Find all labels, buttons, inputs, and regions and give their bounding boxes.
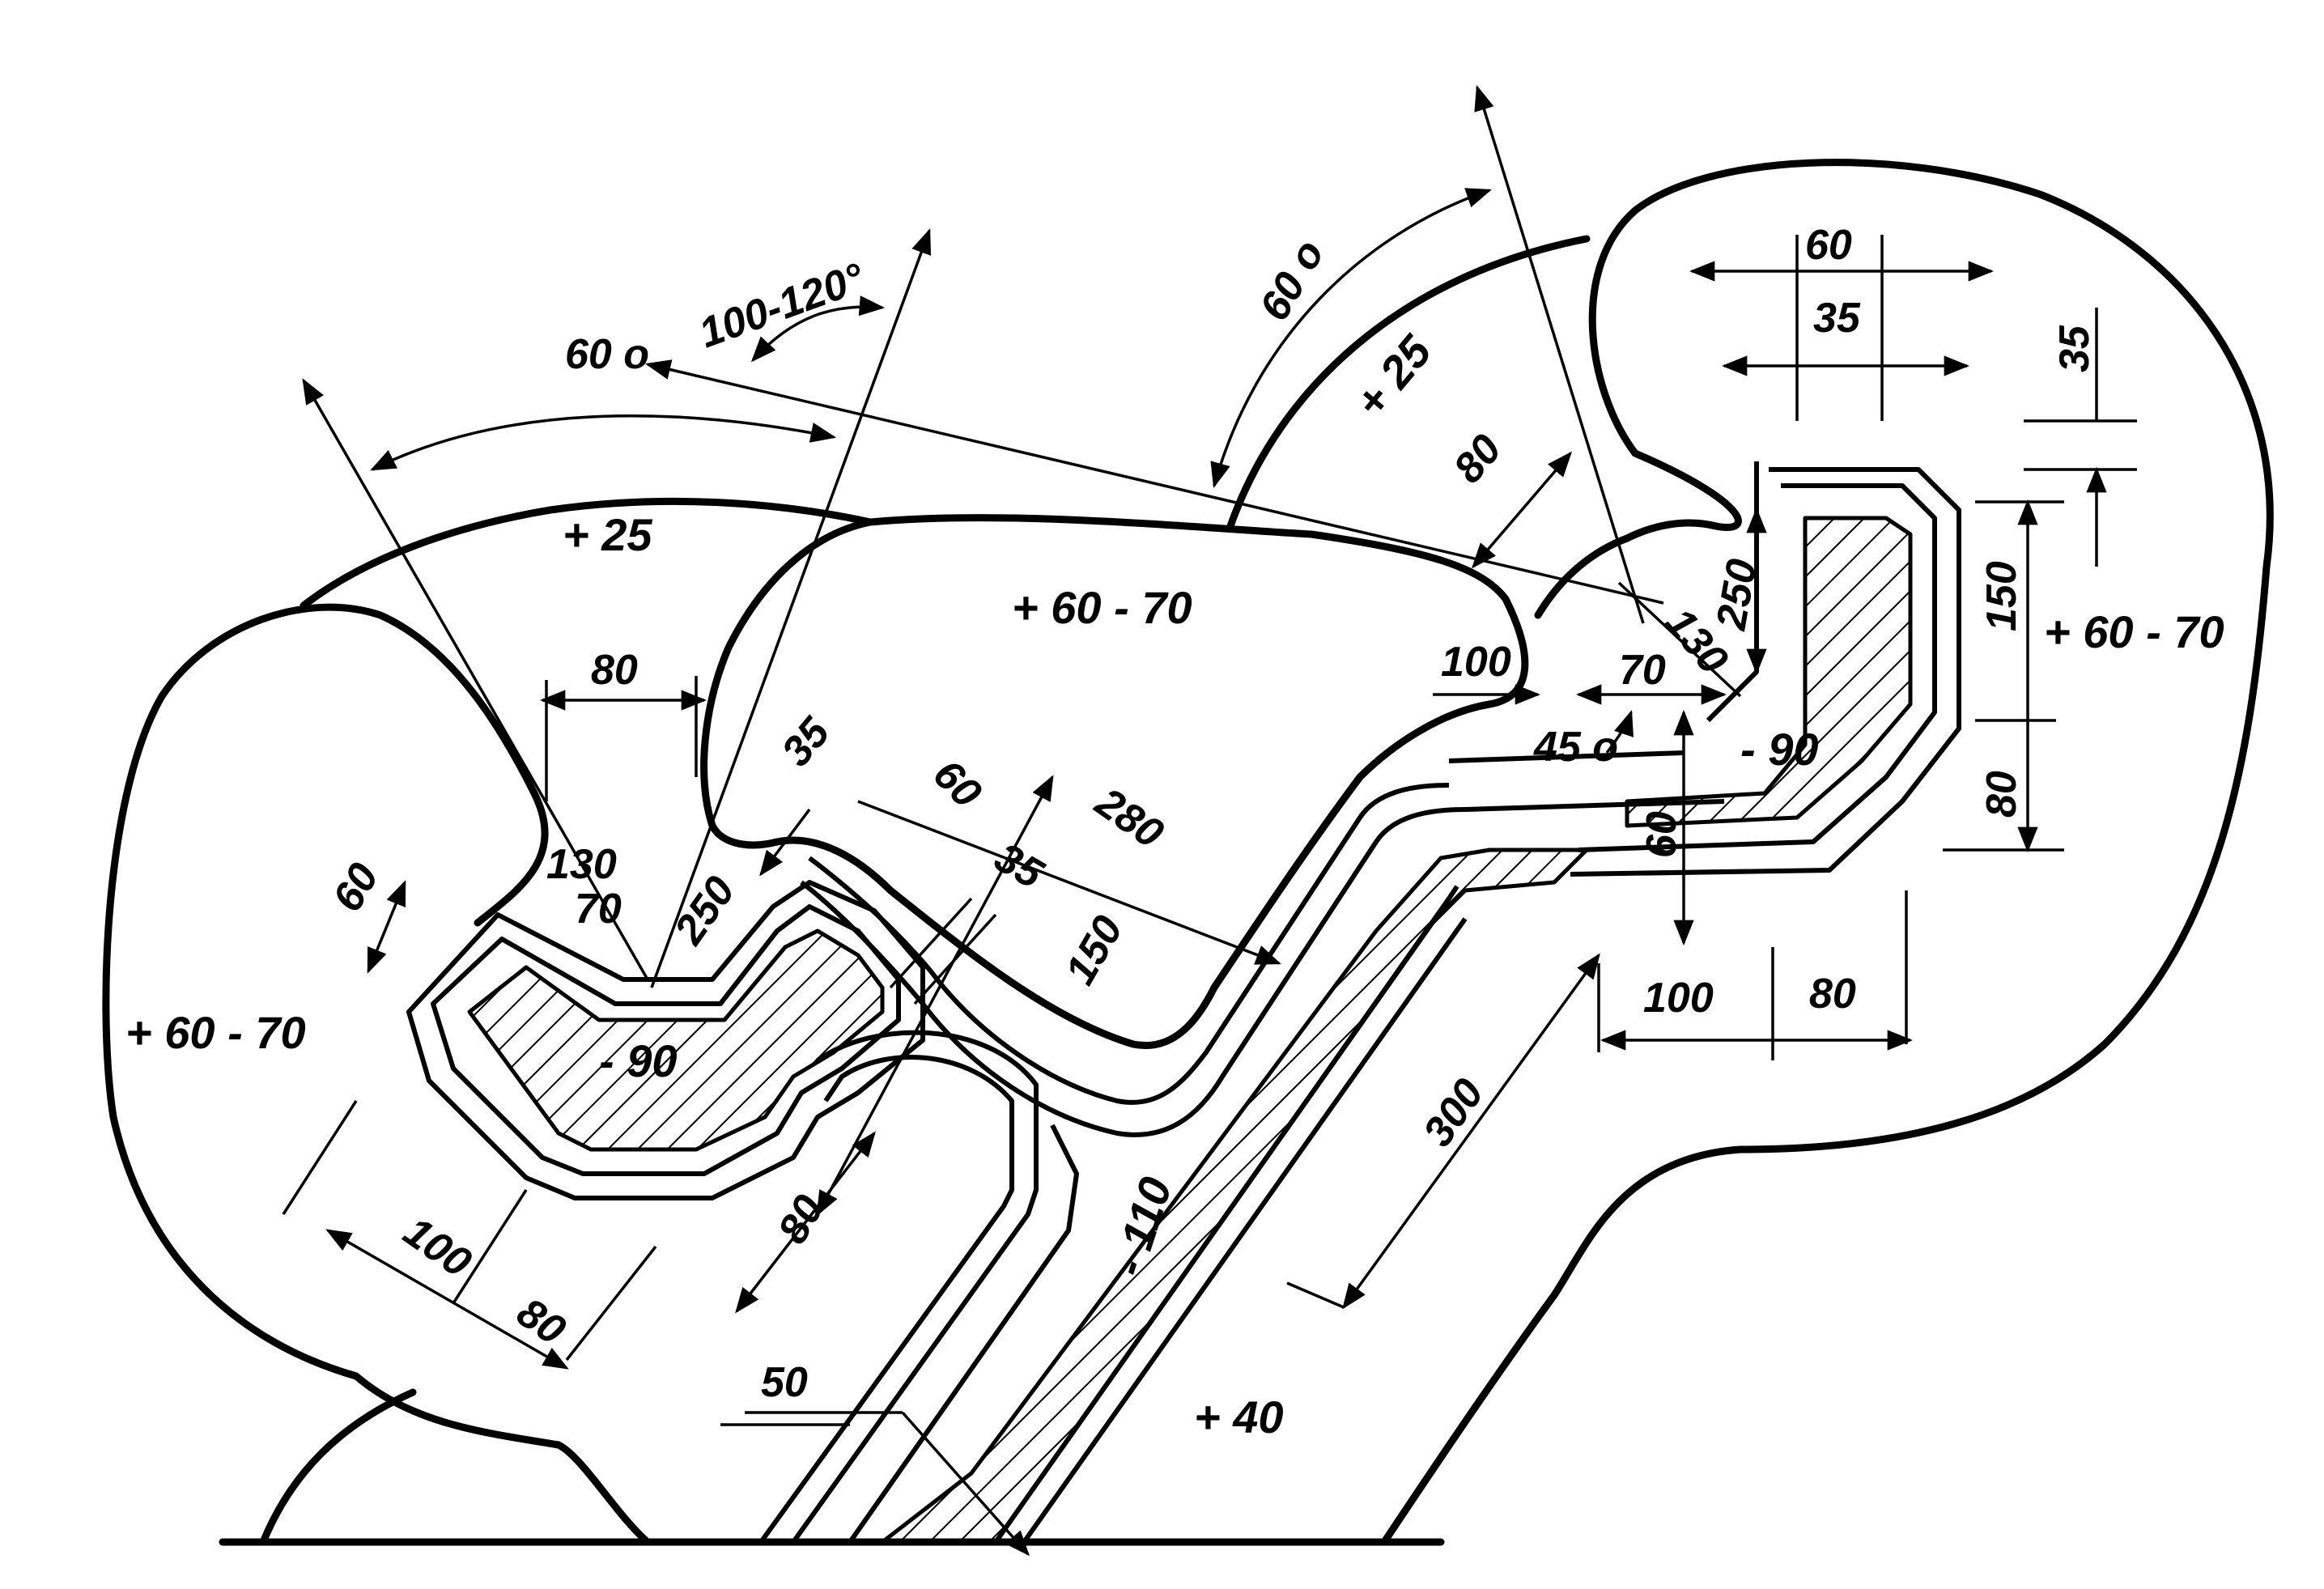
dim-35-center: 35 [773, 708, 839, 775]
dim-80-right-bottom: 80 [1809, 971, 1856, 1018]
zone-right-body: + 60 - 70 [2044, 606, 2224, 657]
dim-280: 280 [1086, 779, 1171, 858]
zone-left-top: + 25 [563, 509, 652, 560]
dim-70-left: 70 [575, 886, 622, 933]
dim-150-right: 150 [1978, 561, 2025, 631]
dim-300: 300 [1414, 1070, 1493, 1154]
dim-80-top-left: 80 [591, 647, 638, 694]
dim-50: 50 [761, 1359, 808, 1406]
angle-left-bracket: 100-120° [693, 254, 871, 357]
dim-80-left-bottom: 80 [508, 1289, 574, 1354]
angle-arcs [370, 188, 1634, 754]
upper-channel-lines [800, 750, 1725, 1137]
dim-70-right: 70 [1619, 647, 1666, 694]
dim-60-right-vert: 60 [1638, 811, 1685, 858]
dim-60-top: 60 [1805, 222, 1852, 269]
dim-100-right: 100 [1441, 639, 1511, 686]
dim-80-far-right: 80 [1978, 771, 2025, 818]
left-top-region [300, 497, 874, 610]
dim-150-center: 150 [1056, 908, 1132, 992]
right-body-mound [1380, 159, 2274, 1546]
angle-left-arc: 60 o [565, 331, 649, 378]
center-mound [700, 514, 1529, 1049]
left-body-mound [102, 603, 652, 1546]
dim-250-left: 250 [665, 868, 745, 953]
dim-60-left: 60 [324, 856, 388, 920]
zone-center: + 60 - 70 [1012, 582, 1192, 633]
dim-35-center-b: 35 [987, 834, 1052, 899]
dim-130-left: 130 [546, 841, 617, 888]
dim-35-top: 35 [1813, 295, 1861, 342]
zone-left-channel: - 90 [599, 1035, 678, 1086]
zone-left-body: + 60 - 70 [125, 1007, 306, 1058]
dim-80-right-top: 80 [1445, 426, 1511, 492]
dimension-lines [282, 235, 2137, 1557]
angle-right-small: 45 o [1533, 724, 1618, 771]
left-foot-arc [259, 1388, 417, 1546]
zone-right-channel: - 90 [1740, 724, 1819, 775]
zone-bottom-right: + 40 [1194, 1391, 1284, 1442]
dim-60-center: 60 [924, 750, 991, 817]
dim-100-right-bottom: 100 [1643, 975, 1714, 1022]
dim-35-far-right: 35 [2051, 325, 2098, 372]
right-inner-arc [1534, 534, 1631, 619]
angle-right-arc: 60 o [1251, 232, 1333, 329]
